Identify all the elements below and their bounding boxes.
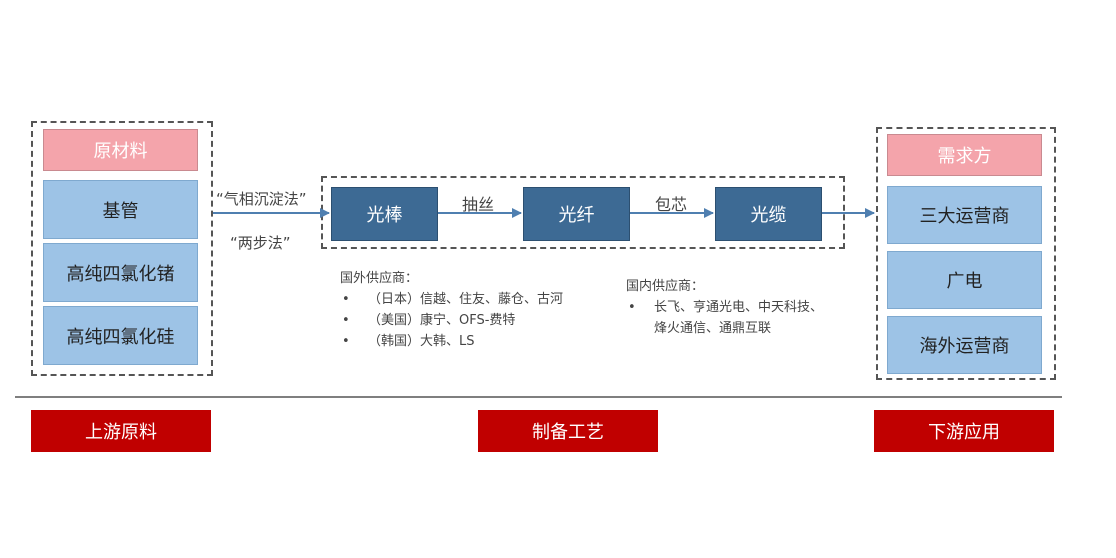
bullet-icon: • bbox=[342, 292, 350, 307]
demand-item-2: 广电 bbox=[887, 251, 1042, 309]
demand-item-3: 海外运营商 bbox=[887, 316, 1042, 374]
raw-material-item-3: 高纯四氯化硅 bbox=[43, 306, 198, 365]
bullet-icon: • bbox=[628, 300, 636, 315]
footer-downstream-label: 下游应用 bbox=[874, 410, 1054, 452]
foreign-suppliers: 国外供应商： • （日本）信越、住友、藤仓、古河 • （美国）康宁、OFS-费特… bbox=[340, 268, 563, 352]
domestic-suppliers: 国内供应商： • 长飞、亨通光电、中天科技、 烽火通信、通鼎互联 bbox=[626, 276, 823, 339]
upstream-group bbox=[31, 121, 213, 376]
process-step-drawing: 抽丝 bbox=[462, 195, 495, 214]
process-stage-preform: 光棒 bbox=[331, 187, 438, 241]
foreign-supplier-item-1: • （日本）信越、住友、藤仓、古河 bbox=[340, 289, 563, 310]
foreign-supplier-item-2: • （美国）康宁、OFS-费特 bbox=[340, 310, 563, 331]
demand-header: 需求方 bbox=[887, 134, 1042, 176]
foreign-suppliers-title: 国外供应商： bbox=[340, 271, 419, 286]
raw-material-header: 原材料 bbox=[43, 129, 198, 171]
footer-upstream-label: 上游原料 bbox=[31, 410, 211, 452]
bullet-icon: • bbox=[342, 334, 350, 349]
demand-group bbox=[876, 127, 1056, 380]
bullet-icon: • bbox=[342, 313, 350, 328]
footer-process-label: 制备工艺 bbox=[478, 410, 658, 452]
process-stage-cable: 光缆 bbox=[715, 187, 822, 241]
method-label-1: “气相沉淀法” bbox=[216, 190, 307, 208]
method-label-2: “两步法” bbox=[230, 234, 291, 252]
domestic-supplier-item: • 长飞、亨通光电、中天科技、 烽火通信、通鼎互联 bbox=[626, 297, 823, 339]
foreign-supplier-item-3: • （韩国）大韩、LS bbox=[340, 331, 563, 352]
process-stage-fiber: 光纤 bbox=[523, 187, 630, 241]
domestic-suppliers-title: 国内供应商： bbox=[626, 279, 705, 294]
demand-item-1: 三大运营商 bbox=[887, 186, 1042, 244]
raw-material-item-1: 基管 bbox=[43, 180, 198, 239]
raw-material-item-2: 高纯四氯化锗 bbox=[43, 243, 198, 302]
process-step-cabling: 包芯 bbox=[655, 195, 688, 214]
